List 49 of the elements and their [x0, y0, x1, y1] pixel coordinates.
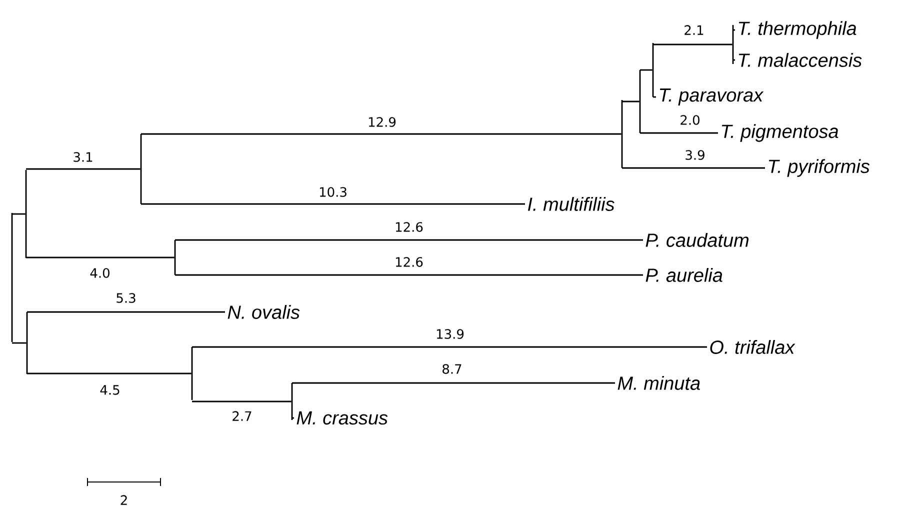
branch-length: 2.0	[680, 115, 700, 125]
branch-line	[27, 372, 192, 374]
branch-length: 2.7	[232, 411, 252, 421]
branch-length: 3.9	[686, 150, 704, 160]
species-label: P. caudatum	[646, 233, 748, 247]
branch-length: 2.1	[684, 25, 704, 35]
branch-line	[141, 133, 622, 135]
species-label: I. multifiliis	[528, 197, 614, 211]
branch-length: 4.5	[100, 385, 120, 395]
branch-length: 12.6	[396, 222, 423, 232]
species-label: M. minuta	[618, 376, 700, 390]
species-label: T. thermophila	[738, 21, 856, 39]
branch-length: 4.0	[90, 268, 110, 278]
branch-line	[26, 168, 140, 170]
branch-line	[192, 346, 707, 348]
branch-line	[640, 132, 718, 134]
branch-line	[733, 59, 735, 61]
species-label: M. crassus	[296, 411, 388, 425]
species-label: T. pigmentosa	[722, 124, 838, 142]
branch-line	[653, 96, 656, 98]
species-label: N. ovalis	[228, 305, 300, 319]
branch-line	[622, 167, 765, 169]
branch-line	[192, 400, 292, 402]
branch-line	[27, 311, 225, 313]
branch-length: 10.3	[320, 187, 346, 197]
branch-length: 5.3	[116, 293, 136, 303]
branch-line	[733, 29, 735, 31]
species-label: P. aurelia	[646, 268, 722, 282]
branch-length: 12.9	[368, 117, 396, 127]
branch-length: 12.6	[396, 257, 423, 267]
branch-line	[12, 213, 26, 215]
branch-line	[12, 342, 26, 344]
branch-line	[175, 274, 643, 276]
branch-line	[175, 239, 643, 241]
branch-line	[653, 44, 732, 46]
species-label: T. malaccensis	[738, 53, 862, 67]
branch-length: 8.7	[442, 364, 462, 374]
branch-line	[640, 69, 652, 71]
branch-line	[292, 417, 294, 419]
branch-length: 3.1	[74, 152, 92, 162]
branch-line	[26, 256, 174, 258]
branch-line	[292, 382, 615, 384]
branch-line	[141, 203, 525, 205]
branch-length: 13.9	[436, 329, 464, 339]
species-label: T. pyriformis	[768, 159, 870, 177]
species-label: T. paravorax	[660, 88, 764, 106]
branch-line	[622, 100, 640, 102]
species-label: O. trifallax	[710, 340, 796, 354]
scale-label: 2	[120, 495, 127, 505]
